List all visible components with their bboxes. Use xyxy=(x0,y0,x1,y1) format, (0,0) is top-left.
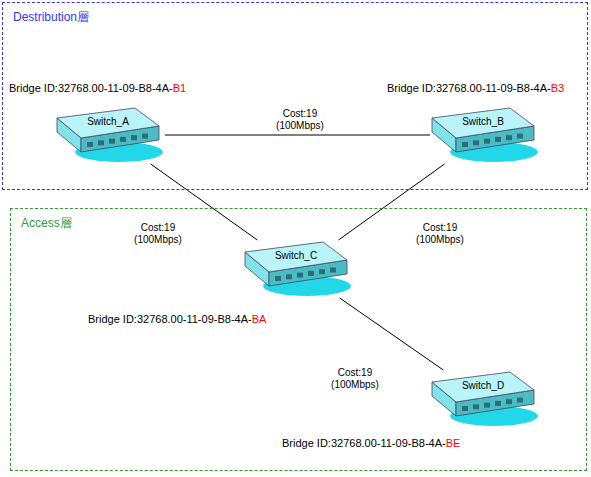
bridge-id-prefix: Bridge ID:32768.00-11-09-B8-4A- xyxy=(9,82,173,94)
switch-icon xyxy=(430,106,540,164)
port-mark xyxy=(517,134,523,139)
switch-node: Switch_DBridge ID:32768.00-11-09-B8-4A-B… xyxy=(430,370,540,428)
layer-zone: Access層Switch_CBridge ID:32768.00-11-09-… xyxy=(10,208,587,471)
switch-top xyxy=(432,372,534,402)
bridge-id-suffix: BA xyxy=(252,313,267,325)
link-cost: Cost:19 (100Mbps) xyxy=(409,222,471,246)
switch-icon xyxy=(430,370,540,428)
port-mark xyxy=(484,139,490,144)
port-mark xyxy=(142,134,148,139)
link-line xyxy=(165,135,430,136)
port-mark xyxy=(517,398,523,403)
port-mark xyxy=(495,137,501,142)
switch-node: Bridge ID:32768.00-11-09-B8-4A-B1Switch_… xyxy=(55,106,165,164)
switch-top xyxy=(432,108,534,138)
bridge-id-prefix: Bridge ID:32768.00-11-09-B8-4A- xyxy=(88,313,252,325)
switch-icon xyxy=(55,106,165,164)
port-mark xyxy=(473,404,479,409)
layer-zone: Destribution層 Bridge ID:32768.00-11-09-B8… xyxy=(2,2,588,190)
port-mark xyxy=(98,140,104,145)
bridge-id: Bridge ID:32768.00-11-09-B8-4A-B1 xyxy=(9,82,186,94)
port-mark xyxy=(319,269,325,274)
port-mark xyxy=(506,135,512,140)
port-mark xyxy=(484,403,490,408)
port-mark xyxy=(462,406,468,411)
bridge-id-prefix: Bridge ID:32768.00-11-09-B8-4A- xyxy=(282,437,446,449)
port-mark xyxy=(120,137,126,142)
port-mark xyxy=(87,142,93,147)
switch-name: Switch_D xyxy=(455,380,511,391)
bridge-id: Bridge ID:32768.00-11-09-B8-4A-B3 xyxy=(387,82,564,94)
switch-top xyxy=(57,108,159,138)
switch-name: Switch_C xyxy=(268,250,324,261)
port-mark xyxy=(131,135,137,140)
port-mark xyxy=(308,271,314,276)
layer-title: Access層 xyxy=(21,215,72,232)
bridge-id-prefix: Bridge ID:32768.00-11-09-B8-4A- xyxy=(387,82,551,94)
port-mark xyxy=(109,139,115,144)
switch-top xyxy=(245,242,347,272)
port-mark xyxy=(275,276,281,281)
port-mark xyxy=(506,399,512,404)
switch-name: Switch_B xyxy=(455,116,511,127)
bridge-id-suffix: BE xyxy=(446,437,461,449)
bridge-id: Bridge ID:32768.00-11-09-B8-4A-BA xyxy=(88,313,266,325)
port-mark xyxy=(330,268,336,273)
switch-name: Switch_A xyxy=(80,116,136,127)
port-mark xyxy=(286,274,292,279)
port-mark xyxy=(462,142,468,147)
bridge-id-suffix: B3 xyxy=(551,82,564,94)
link-line xyxy=(340,298,444,370)
link-cost: Cost:19 (100Mbps) xyxy=(127,222,189,246)
port-mark xyxy=(495,401,501,406)
layer-title: Destribution層 xyxy=(13,9,89,26)
bridge-id-suffix: B1 xyxy=(173,82,186,94)
switch-icon xyxy=(243,240,353,298)
link-cost: Cost:19 (100Mbps) xyxy=(324,367,386,391)
port-mark xyxy=(473,140,479,145)
port-mark xyxy=(297,273,303,278)
bridge-id: Bridge ID:32768.00-11-09-B8-4A-BE xyxy=(282,437,460,449)
switch-node: Bridge ID:32768.00-11-09-B8-4A-B3Switch_… xyxy=(430,106,540,164)
link-cost: Cost:19 (100Mbps) xyxy=(269,108,331,132)
switch-node: Switch_CBridge ID:32768.00-11-09-B8-4A-B… xyxy=(243,240,353,298)
